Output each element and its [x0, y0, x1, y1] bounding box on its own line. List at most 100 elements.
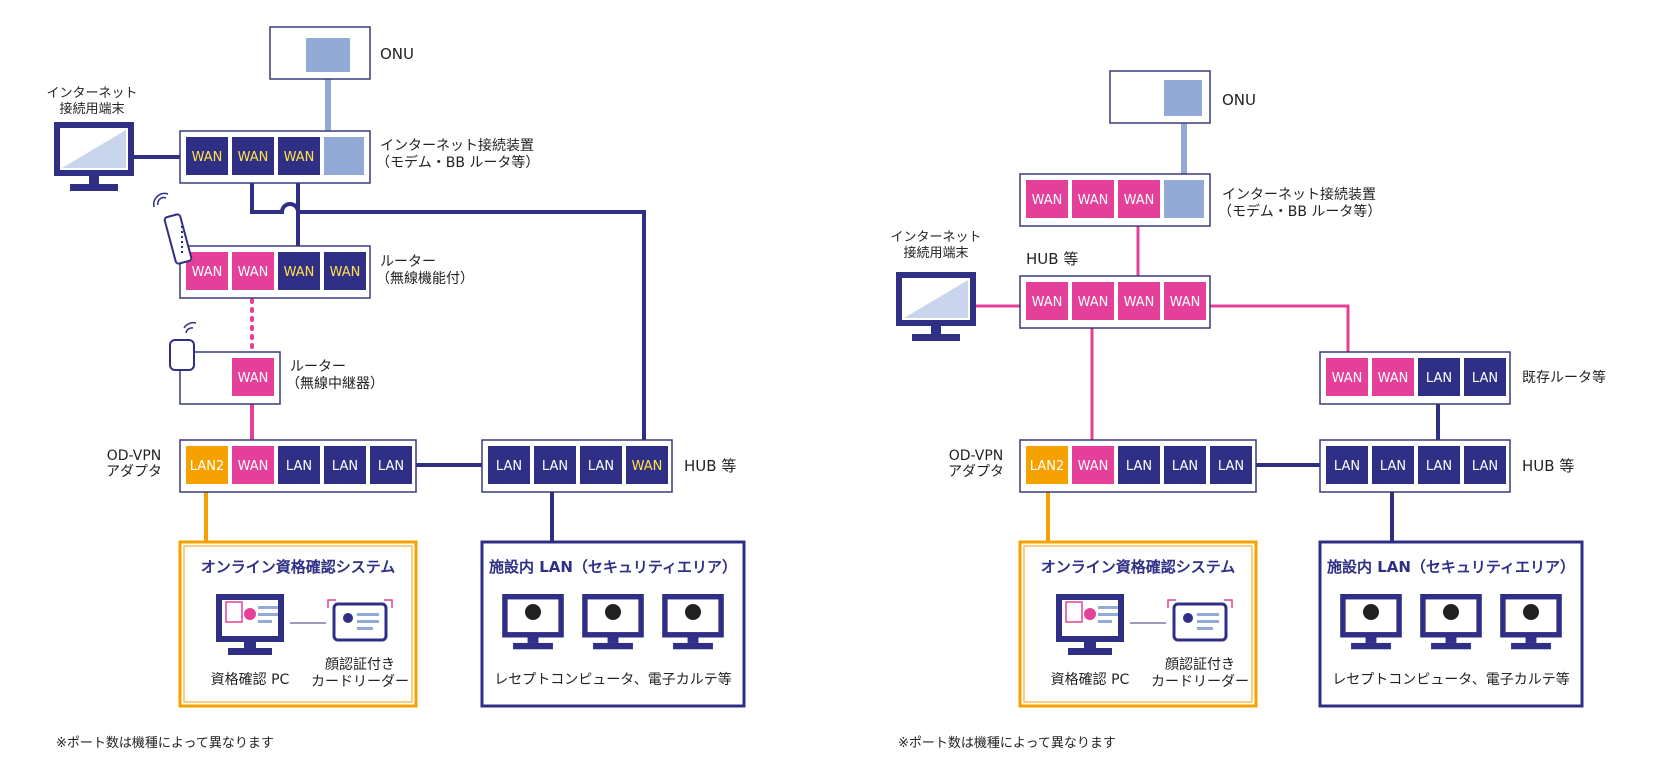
r-hub-top-port-4 [1164, 282, 1206, 320]
right-facility-lan-caption: レセプトコンピュータ、電子カルテ等 [1332, 671, 1570, 688]
router-port-3-label: WAN [284, 265, 315, 280]
receipt-computer-icon-2 [585, 597, 641, 650]
router-port-4-label: WAN [330, 265, 361, 280]
right-facility-lan-title: 施設内 LAN（セキュリティエリア） [1327, 558, 1575, 576]
router-port-3 [278, 252, 320, 290]
right-terminal-label-1: インターネット [890, 230, 981, 245]
modem-onu-port [324, 137, 364, 175]
r-adapter-port-wan [1072, 446, 1114, 484]
right-modem-label-2: （モデム・BB ルータ等） [1218, 203, 1381, 220]
right-online-system-title: オンライン資格確認システム [1041, 558, 1236, 576]
right-connections [968, 116, 1440, 542]
facility-lan-title: 施設内 LAN（セキュリティエリア） [489, 558, 737, 576]
facility-lan-caption: レセプトコンピュータ、電子カルテ等 [494, 671, 732, 688]
modem-label-1: インターネット接続装置 [380, 137, 534, 154]
wireless-repeater-icon [169, 321, 197, 371]
r-hub-top-port-4-label: WAN [1170, 295, 1201, 310]
existing-router-port-1 [1326, 358, 1368, 396]
r-adapter-port-wan-label: WAN [1078, 459, 1109, 474]
terminal-label-2: 接続用端末 [59, 101, 124, 117]
reader-label-2: カードリーダー [311, 674, 409, 690]
adapter-port-lan-3-label: LAN [378, 459, 404, 474]
terminal-label-1: インターネット [46, 86, 137, 101]
reader-label-1: 顔認証付き [325, 657, 395, 673]
r-hub-top-port-2 [1072, 282, 1114, 320]
adapter-port-lan-1-label: LAN [286, 459, 312, 474]
r-hub-port-lan-2 [1372, 446, 1414, 484]
repeater-port-label: WAN [238, 371, 269, 386]
right-facility-lan-box: 施設内 LAN（セキュリティエリア） レセプトコンピュータ、電子カルテ等 [1318, 540, 1584, 708]
pc-label: 資格確認 PC [211, 672, 290, 688]
right-reader-label-1: 顔認証付き [1165, 657, 1235, 673]
r-modem-onu-port [1164, 180, 1204, 218]
adapter-port-lan-1 [278, 446, 320, 484]
online-system-title: オンライン資格確認システム [201, 558, 396, 576]
r-adapter-port-lan-3-label: LAN [1218, 459, 1244, 474]
onu-label: ONU [380, 45, 414, 63]
r-adapter-port-lan-2 [1164, 446, 1206, 484]
r-hub-port-lan-4 [1464, 446, 1506, 484]
right-receipt-computer-icon-2 [1423, 597, 1479, 650]
r-hub-top-port-1 [1026, 282, 1068, 320]
existing-router-port-4 [1464, 358, 1506, 396]
router-port-1 [186, 252, 228, 290]
right-modem-label-1: インターネット接続装置 [1222, 186, 1376, 203]
right-onu-label: ONU [1222, 91, 1256, 109]
adapter-port-wan [232, 446, 274, 484]
right-receipt-computer-icon-3 [1503, 597, 1559, 650]
hub-port-wan [626, 446, 668, 484]
hub-port-wan-label: WAN [632, 459, 663, 474]
r-adapter-port-lan-1 [1118, 446, 1160, 484]
r-hub-top-port-2-label: WAN [1078, 295, 1109, 310]
existing-router-label: 既存ルータ等 [1522, 369, 1606, 386]
wireless-router-icon [152, 192, 193, 265]
r-hub-port-lan-3 [1418, 446, 1460, 484]
modem-port-3 [278, 137, 320, 175]
right-reader-label-2: カードリーダー [1151, 674, 1249, 690]
modem-label-2: （モデム・BB ルータ等） [376, 154, 539, 171]
right-ports: WAN WAN WAN WAN WAN WAN WAN WAN WAN LAN … [1026, 180, 1506, 484]
modem-port-2-label: WAN [238, 150, 269, 165]
hub-label: HUB 等 [684, 457, 736, 475]
left-ports: WAN WAN WAN WAN WAN WAN WAN WAN LAN2 WAN… [186, 137, 668, 484]
hub-port-lan-3 [580, 446, 622, 484]
receipt-computer-icon-3 [665, 597, 721, 650]
face-card-reader-icon [327, 599, 393, 642]
existing-router-port-3 [1418, 358, 1460, 396]
r-hub-port-lan-4-label: LAN [1472, 459, 1498, 474]
r-adapter-port-lan2 [1026, 446, 1068, 484]
r-modem-port-1 [1026, 180, 1068, 218]
right-hub-label: HUB 等 [1522, 457, 1574, 475]
right-internet-terminal-icon [899, 275, 973, 341]
r-modem-port-3-label: WAN [1124, 193, 1155, 208]
adapter-port-lan-2-label: LAN [332, 459, 358, 474]
r-modem-port-1-label: WAN [1032, 193, 1063, 208]
adapter-port-lan-2 [324, 446, 366, 484]
r-modem-port-3 [1118, 180, 1160, 218]
qualification-pc-icon [219, 597, 281, 655]
facility-lan-box: 施設内 LAN（セキュリティエリア） レセプトコンピュータ、電子カルテ等 [480, 540, 746, 708]
existing-router-port-3-label: LAN [1426, 371, 1452, 386]
modem-port-1 [186, 137, 228, 175]
right-onu-port [1164, 80, 1202, 116]
right-port-note: ※ポート数は機種によって異なります [898, 735, 1116, 751]
right-hub-top-label: HUB 等 [1026, 250, 1078, 268]
adapter-label-1: OD-VPN [107, 448, 162, 464]
right-face-card-reader-icon [1167, 599, 1233, 642]
hub-port-lan-1-label: LAN [496, 459, 522, 474]
router-label-1: ルーター [380, 254, 436, 270]
router-port-2-label: WAN [238, 265, 269, 280]
hub-port-lan-3-label: LAN [588, 459, 614, 474]
r-hub-top-port-3-label: WAN [1124, 295, 1155, 310]
existing-router-port-2 [1372, 358, 1414, 396]
right-adapter-label-2: アダプタ [948, 464, 1004, 480]
adapter-port-lan-3 [370, 446, 412, 484]
router-port-2 [232, 252, 274, 290]
right-receipt-computer-icon-1 [1343, 597, 1399, 650]
router-port-1-label: WAN [192, 265, 223, 280]
r-modem-port-2-label: WAN [1078, 193, 1109, 208]
r-adapter-port-lan2-label: LAN2 [1030, 459, 1064, 474]
left-diagram: WAN WAN WAN WAN WAN WAN WAN WAN LAN2 WAN… [46, 26, 746, 751]
r-adapter-port-lan-3 [1210, 446, 1252, 484]
